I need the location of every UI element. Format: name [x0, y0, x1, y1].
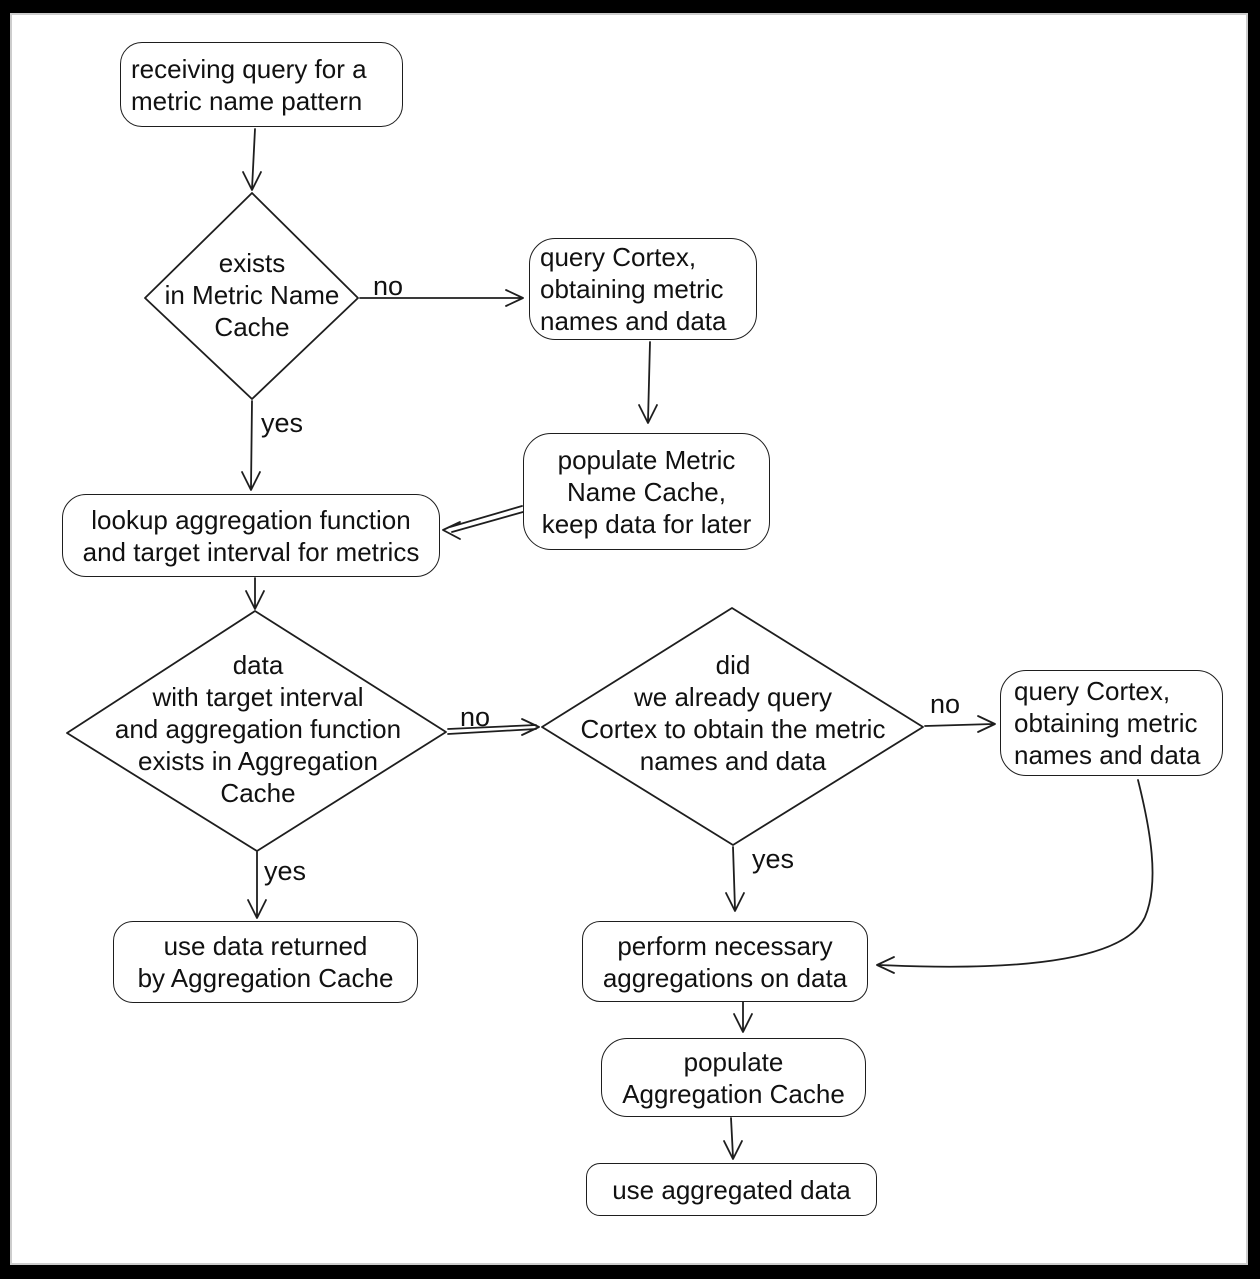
edge-label-already-queried-no: no	[929, 689, 961, 719]
node-populate-metric-name-cache: populate Metric Name Cache, keep data fo…	[523, 433, 770, 550]
edge-label-aggregation-cache-yes: yes	[263, 856, 307, 886]
node-lookup-aggregation-label: lookup aggregation function and target i…	[82, 504, 420, 567]
node-use-data-returned: use data returned by Aggregation Cache	[113, 921, 418, 1003]
node-query-cortex-right-label: query Cortex, obtaining metric names and…	[1014, 676, 1201, 770]
node-query-cortex-top: query Cortex, obtaining metric names and…	[529, 238, 757, 340]
node-use-aggregated-data-label: use aggregated data	[612, 1174, 851, 1205]
edge-label-already-queried-yes: yes	[751, 844, 795, 874]
node-use-aggregated-data: use aggregated data	[586, 1163, 877, 1216]
node-start-label: receiving query for a metric name patter…	[131, 53, 367, 116]
edge-label-metric-cache-no: no	[372, 271, 404, 301]
node-query-cortex-top-label: query Cortex, obtaining metric names and…	[540, 242, 727, 336]
decision-data-in-aggregation-cache-label: data with target interval and aggregatio…	[114, 650, 402, 808]
node-populate-aggregation-cache: populate Aggregation Cache	[601, 1038, 866, 1117]
node-use-data-returned-label: use data returned by Aggregation Cache	[137, 931, 394, 993]
node-lookup-aggregation: lookup aggregation function and target i…	[62, 494, 440, 577]
node-populate-metric-name-cache-label: populate Metric Name Cache, keep data fo…	[541, 444, 752, 539]
node-query-cortex-right: query Cortex, obtaining metric names and…	[1000, 670, 1223, 776]
decision-already-queried-cortex-label: did we already query Cortex to obtain th…	[580, 650, 886, 776]
node-perform-aggregations-label: perform necessary aggregations on data	[602, 930, 848, 993]
edge-label-aggregation-cache-no: no	[459, 702, 491, 732]
decision-exists-in-metric-name-cache-label: exists in Metric Name Cache	[164, 248, 340, 342]
node-perform-aggregations: perform necessary aggregations on data	[582, 921, 868, 1002]
node-start: receiving query for a metric name patter…	[120, 42, 403, 127]
edge-label-metric-cache-yes: yes	[260, 408, 304, 438]
node-populate-aggregation-cache-label: populate Aggregation Cache	[622, 1046, 845, 1109]
